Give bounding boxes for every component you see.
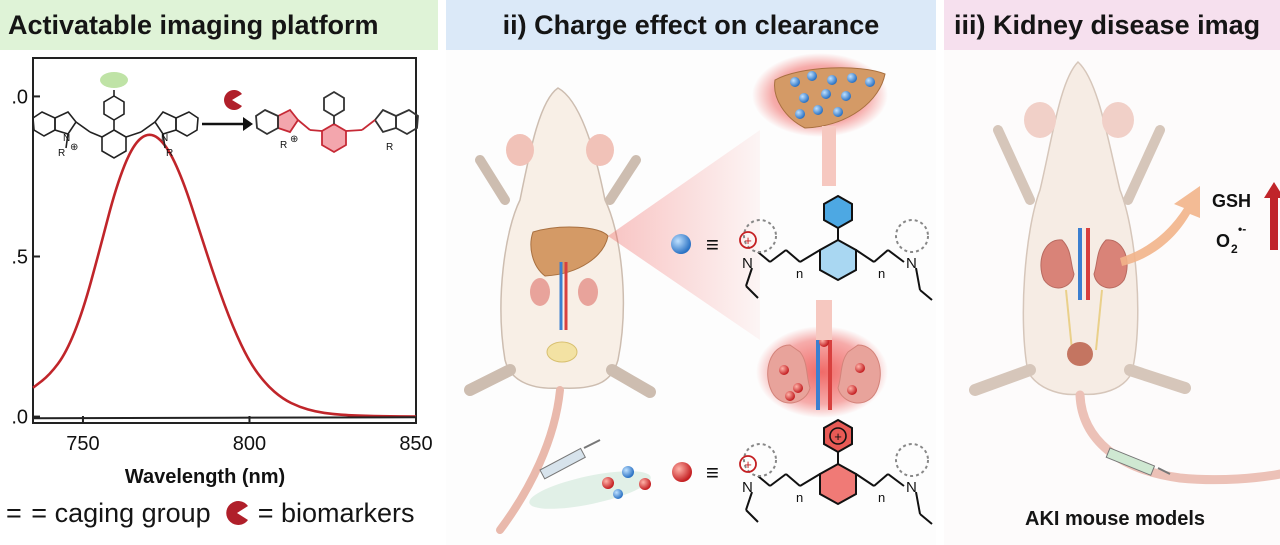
y-axis-ticks: .0 .5 .0 [11,86,40,429]
vessel-upper [822,126,836,186]
legend-eq-prefix: = [6,498,22,528]
legend-pacman-icon [226,501,249,525]
liver [530,226,609,277]
legend: = = caging group = biomarkers [0,498,415,529]
aki-kidney-right [1093,239,1128,289]
aki-mouse-illustration [969,60,1280,485]
bladder [546,341,578,363]
cation-plus-bottom: + [744,457,752,472]
legend-biomarkers: = biomarkers [257,498,415,528]
caging-group-blob [100,72,128,88]
syringe-icon [529,439,651,509]
charge-effect-diagram: ≡ + N N n n ≡ + [464,53,933,534]
subscript-n-right-bottom: n [878,490,885,505]
molecule-r-right: R [166,148,173,159]
n-atom-left-top: N [742,255,753,272]
reaction-arrow-head [243,117,253,131]
liver-dot [865,77,875,87]
equiv-sign-bottom: ≡ [706,460,719,485]
neutral-ball-icon [671,234,691,254]
liver-dot [833,107,843,117]
charged-ball-icon [672,462,692,482]
upregulation-arrow [1120,186,1200,266]
kidney-dot [779,365,789,375]
plot-frame [32,57,417,424]
pacman-icon [224,90,242,111]
cation-plus-top: + [744,233,752,248]
cation-plus-pendant: + [834,429,842,444]
activated-dye-molecule [255,90,419,154]
caged-dye-molecule [32,72,199,159]
kidney-dot [785,391,795,401]
liver-dot [790,77,800,87]
increase-arrow-icon [1264,182,1280,250]
y-tick-label: .0 [11,407,28,429]
o2-superscript: •- [1238,222,1246,236]
liver-dot [827,75,837,85]
y-tick-label: .0 [11,86,28,108]
liver-dot [795,109,805,119]
x-tick-label: 800 [233,433,266,455]
series-line-0 [32,133,417,418]
mouse-illustration [464,87,656,534]
activated-molecule-r-right: R [386,142,393,153]
series-layer [32,133,417,420]
molecule-r-left: R [58,148,65,159]
charged-molecule [743,418,933,525]
kidney-right [578,278,598,306]
liver-blue-dots [790,71,875,119]
liver-dot [807,71,817,81]
panel-3-title: iii) Kidney disease imag [944,0,1280,50]
molecule-n-left: N [63,133,70,144]
cation-plus-icon-pendant [829,427,847,445]
liver-dot [847,73,857,83]
n-atom-left-bottom: N [742,479,753,496]
molecule-n-right: N [161,133,168,144]
kidney-dot [847,385,857,395]
o2-subscript: 2 [1231,242,1238,256]
cation-plus-icon-bottom [739,455,757,473]
neutral-molecule [743,194,933,301]
x-axis-label: Wavelength (nm) [125,466,285,488]
x-tick-label: 750 [66,433,99,455]
kidney-left [530,278,550,306]
panel-1-background [0,50,438,545]
activated-molecule-plus: ⊕ [290,134,298,145]
kidney-dot [855,363,865,373]
liver-dot [813,105,823,115]
molecule-plus-left: ⊕ [70,142,78,153]
x-tick-label: 850 [399,433,432,455]
vessel-middle [816,300,832,340]
liver-dot [799,93,809,103]
o2-label: O [1216,231,1230,251]
aki-bladder [1067,342,1093,366]
panel-1-title: Activatable imaging platform [0,0,438,50]
series-line-1 [32,416,417,420]
liver-dot [821,89,831,99]
y-tick-label: .5 [11,247,28,269]
n-atom-right-top: N [906,255,917,272]
kidney-disease-diagram: GSH O 2 •- [969,60,1280,485]
liver-dot [841,91,851,101]
activated-molecule-r-left: R [280,140,287,151]
equiv-sign-top: ≡ [706,232,719,257]
subscript-n-left-bottom: n [796,490,803,505]
emission-spectrum-chart: .0 .5 .0 750 800 850 Wavelength (nm) N R ⊕ N… [11,57,433,488]
gsh-label: GSH [1212,191,1251,211]
n-atom-right-bottom: N [906,479,917,496]
kidney-dot [793,383,803,393]
x-axis-ticks: 750 800 850 [66,416,433,455]
subscript-n-left-top: n [796,266,803,281]
legend-caging-group: = caging group [31,498,211,528]
cation-plus-icon-top [739,231,757,249]
panel-2-title: ii) Charge effect on clearance [446,0,936,50]
aki-mouse-models-label: AKI mouse models [1025,508,1206,530]
subscript-n-right-top: n [878,266,885,281]
aki-syringe-icon [1105,447,1171,476]
aki-kidney-left [1040,239,1075,289]
